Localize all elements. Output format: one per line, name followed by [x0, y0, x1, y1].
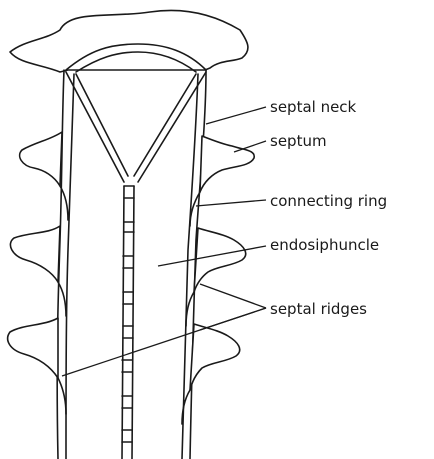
top-septum-shell	[10, 10, 248, 72]
endosiphuncle-tube-left	[122, 186, 124, 459]
left-septum-2	[10, 226, 60, 282]
left-septum-3	[8, 318, 58, 378]
left-septum-1	[20, 132, 62, 186]
siphuncle-left-wall-inner	[66, 74, 74, 459]
left-septal-neck-3	[58, 378, 66, 414]
leader-connecting-ring	[196, 200, 266, 206]
right-septum-3	[190, 324, 240, 390]
label-endosiphuncle: endosiphuncle	[270, 236, 379, 254]
leader-septal-neck	[206, 107, 266, 124]
label-septal-neck: septal neck	[270, 98, 357, 116]
right-septum-2	[194, 228, 246, 292]
label-septum: septum	[270, 132, 327, 150]
leader-septal-ridges-a	[200, 284, 266, 308]
leader-septum	[234, 141, 266, 152]
label-connecting-ring: connecting ring	[270, 192, 387, 210]
label-septal-ridges: septal ridges	[270, 300, 367, 318]
endocone-left-line-inner	[76, 74, 128, 176]
endocone-left-line	[66, 72, 124, 182]
endocone-right-line-inner	[134, 74, 196, 176]
endosiphuncle-tube-right	[132, 186, 134, 459]
right-septum-1	[200, 136, 254, 192]
